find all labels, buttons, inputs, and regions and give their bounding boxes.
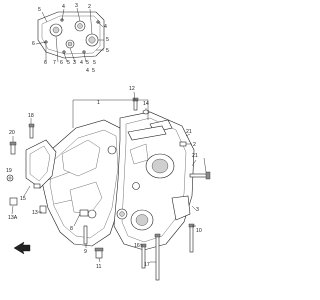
callout-1: 1 bbox=[97, 100, 100, 106]
callout-5: 5 bbox=[67, 60, 70, 66]
front-arrow-icon bbox=[13, 241, 31, 255]
oil-seal-8 bbox=[79, 209, 89, 217]
callout-4: 4 bbox=[104, 24, 107, 30]
callout-5: 5 bbox=[106, 37, 109, 43]
main-leader-lines bbox=[11, 91, 207, 263]
bolt-16 bbox=[140, 243, 147, 269]
dowel-3 bbox=[179, 141, 187, 147]
callout-3: 3 bbox=[196, 207, 199, 213]
washer-19 bbox=[6, 174, 14, 182]
callout-15: 15 bbox=[20, 196, 26, 202]
callout-4: 4 bbox=[80, 60, 83, 66]
callout-3: 3 bbox=[73, 60, 76, 66]
bolt-18 bbox=[28, 123, 35, 139]
callout-20: 20 bbox=[9, 130, 15, 136]
bolt-17-long bbox=[154, 233, 161, 281]
callout-6: 6 bbox=[44, 60, 47, 66]
bracket-21 bbox=[127, 125, 167, 141]
callout-5: 5 bbox=[106, 48, 109, 54]
crankcase-left-half bbox=[41, 119, 125, 247]
callout-19: 19 bbox=[6, 168, 12, 174]
callout-4: 4 bbox=[62, 4, 65, 10]
callout-7: 7 bbox=[53, 60, 56, 66]
gasket-sheet bbox=[25, 139, 57, 189]
bolt-20 bbox=[9, 141, 17, 155]
crankcase-right-half bbox=[113, 111, 195, 251]
callout-16: 16 bbox=[134, 243, 140, 249]
callout-18: 18 bbox=[28, 113, 34, 119]
callout-6: 6 bbox=[32, 41, 35, 47]
callout-2: 2 bbox=[88, 4, 91, 10]
callout-5: 5 bbox=[92, 68, 95, 74]
callout-8: 8 bbox=[70, 226, 73, 232]
bolt-21-right bbox=[189, 171, 211, 180]
crankcase-exploded-diagram: 5 4 3 2 6 4 5 5 6 7 6 5 3 4 5 5 4 5 1 12… bbox=[6, 3, 211, 281]
bearing-plate-detail bbox=[37, 11, 105, 59]
callout-9: 9 bbox=[84, 249, 87, 255]
callout-11: 11 bbox=[96, 264, 101, 270]
callout-3: 3 bbox=[75, 3, 78, 9]
callout-2: 2 bbox=[193, 142, 196, 148]
callout-4: 4 bbox=[86, 68, 89, 74]
callout-5: 5 bbox=[38, 7, 41, 13]
callout-10: 10 bbox=[196, 228, 202, 234]
upper-leader-lines bbox=[35, 7, 104, 63]
callout-13A: 13A bbox=[8, 215, 18, 221]
callout-17: 17 bbox=[144, 262, 150, 268]
bolt-10 bbox=[188, 223, 195, 253]
callout-5: 5 bbox=[86, 60, 89, 66]
dowel-15 bbox=[33, 183, 41, 189]
callout-14: 14 bbox=[143, 101, 149, 107]
callout-21: 21 bbox=[186, 129, 192, 135]
callout-5: 5 bbox=[93, 60, 96, 66]
callout-6: 6 bbox=[60, 60, 63, 66]
stud-9 bbox=[83, 225, 88, 245]
callout-21: 21 bbox=[192, 153, 198, 159]
crankcase-bosses bbox=[87, 145, 140, 220]
drain-plug-11 bbox=[94, 247, 104, 259]
callout-12: 12 bbox=[129, 86, 135, 92]
plug-13 bbox=[39, 205, 47, 214]
plug-13a bbox=[9, 197, 18, 206]
callout-13: 13 bbox=[32, 210, 38, 216]
callout-labels: 5 4 3 2 6 4 5 5 6 7 6 5 3 4 5 5 4 5 1 12… bbox=[6, 3, 202, 270]
